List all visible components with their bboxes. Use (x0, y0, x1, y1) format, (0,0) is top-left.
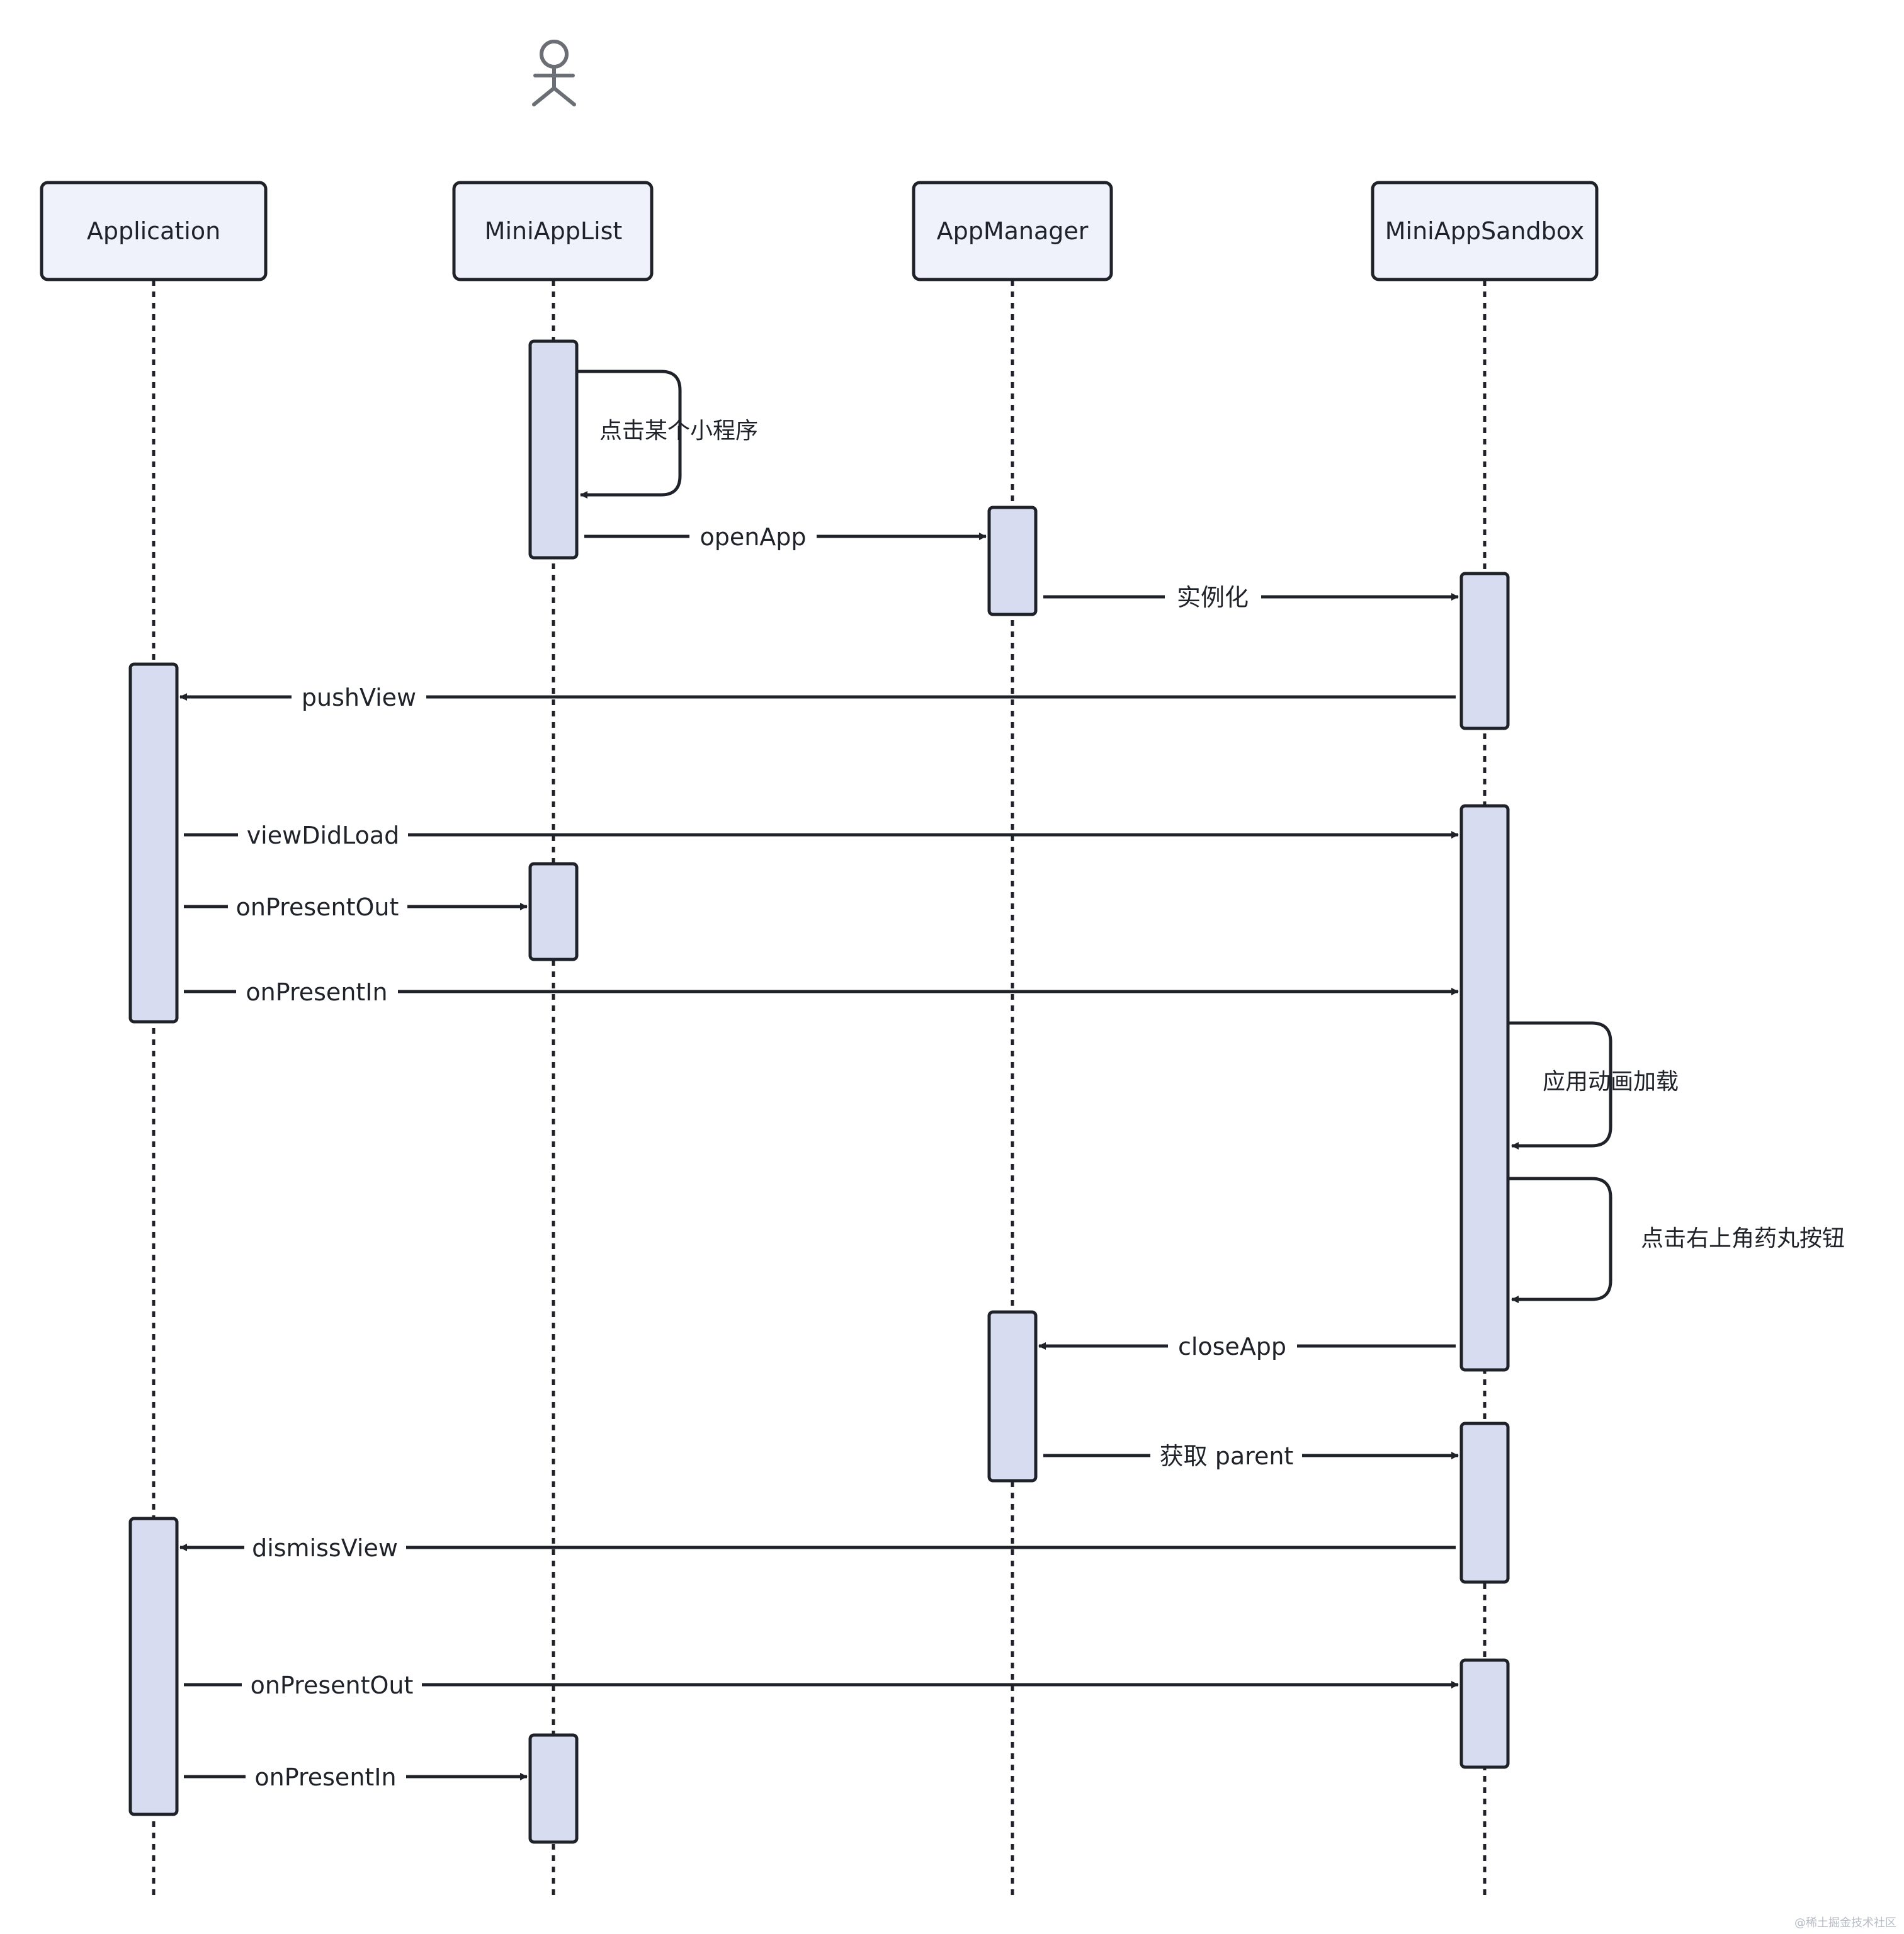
message-label: 获取 parent (1160, 1442, 1294, 1470)
participant-label: MiniAppList (485, 217, 623, 245)
activation-miniappsandbox (1459, 1658, 1510, 1769)
message-label: dismissView (252, 1534, 398, 1562)
participant-label: Application (87, 217, 220, 245)
activation-application (128, 662, 179, 1024)
self-message-arrow (578, 370, 682, 499)
message-label: viewDidLoad (247, 822, 400, 849)
message-label: 点击右上角药丸按钮 (1641, 1226, 1845, 1252)
activation-application (128, 1517, 179, 1816)
activation-appmanager (987, 506, 1038, 616)
participant-label: AppManager (937, 217, 1089, 245)
participant-label: MiniAppSandbox (1385, 217, 1585, 245)
stick-figure-icon (532, 40, 576, 106)
activation-miniappsandbox (1459, 804, 1510, 1372)
activation-miniapplist (528, 1733, 579, 1844)
self-message-arrow (1509, 1021, 1612, 1150)
message-label: pushView (302, 684, 416, 711)
message-label: openApp (700, 523, 806, 551)
activation-miniapplist (528, 339, 579, 560)
participant-application (40, 181, 268, 281)
message-label: closeApp (1178, 1333, 1286, 1360)
activation-miniappsandbox (1459, 1422, 1510, 1584)
message-label: 实例化 (1177, 584, 1249, 611)
participant-miniapplist (452, 181, 654, 281)
activation-miniappsandbox (1459, 572, 1510, 730)
activation-miniapplist (528, 862, 579, 961)
self-message-arrow (1509, 1177, 1612, 1303)
message-label: onPresentOut (236, 893, 399, 921)
message-label: 应用动画加载 (1543, 1069, 1679, 1095)
message-label: onPresentIn (254, 1763, 396, 1791)
message-label: onPresentIn (246, 978, 387, 1006)
participant-appmanager (912, 181, 1113, 281)
message-label: 点击某个小程序 (599, 418, 758, 444)
activation-appmanager (987, 1310, 1038, 1483)
participant-miniappsandbox (1371, 181, 1599, 281)
message-label: onPresentOut (251, 1671, 414, 1699)
watermark: @稀土掘金技术社区 (1794, 1916, 1896, 1930)
